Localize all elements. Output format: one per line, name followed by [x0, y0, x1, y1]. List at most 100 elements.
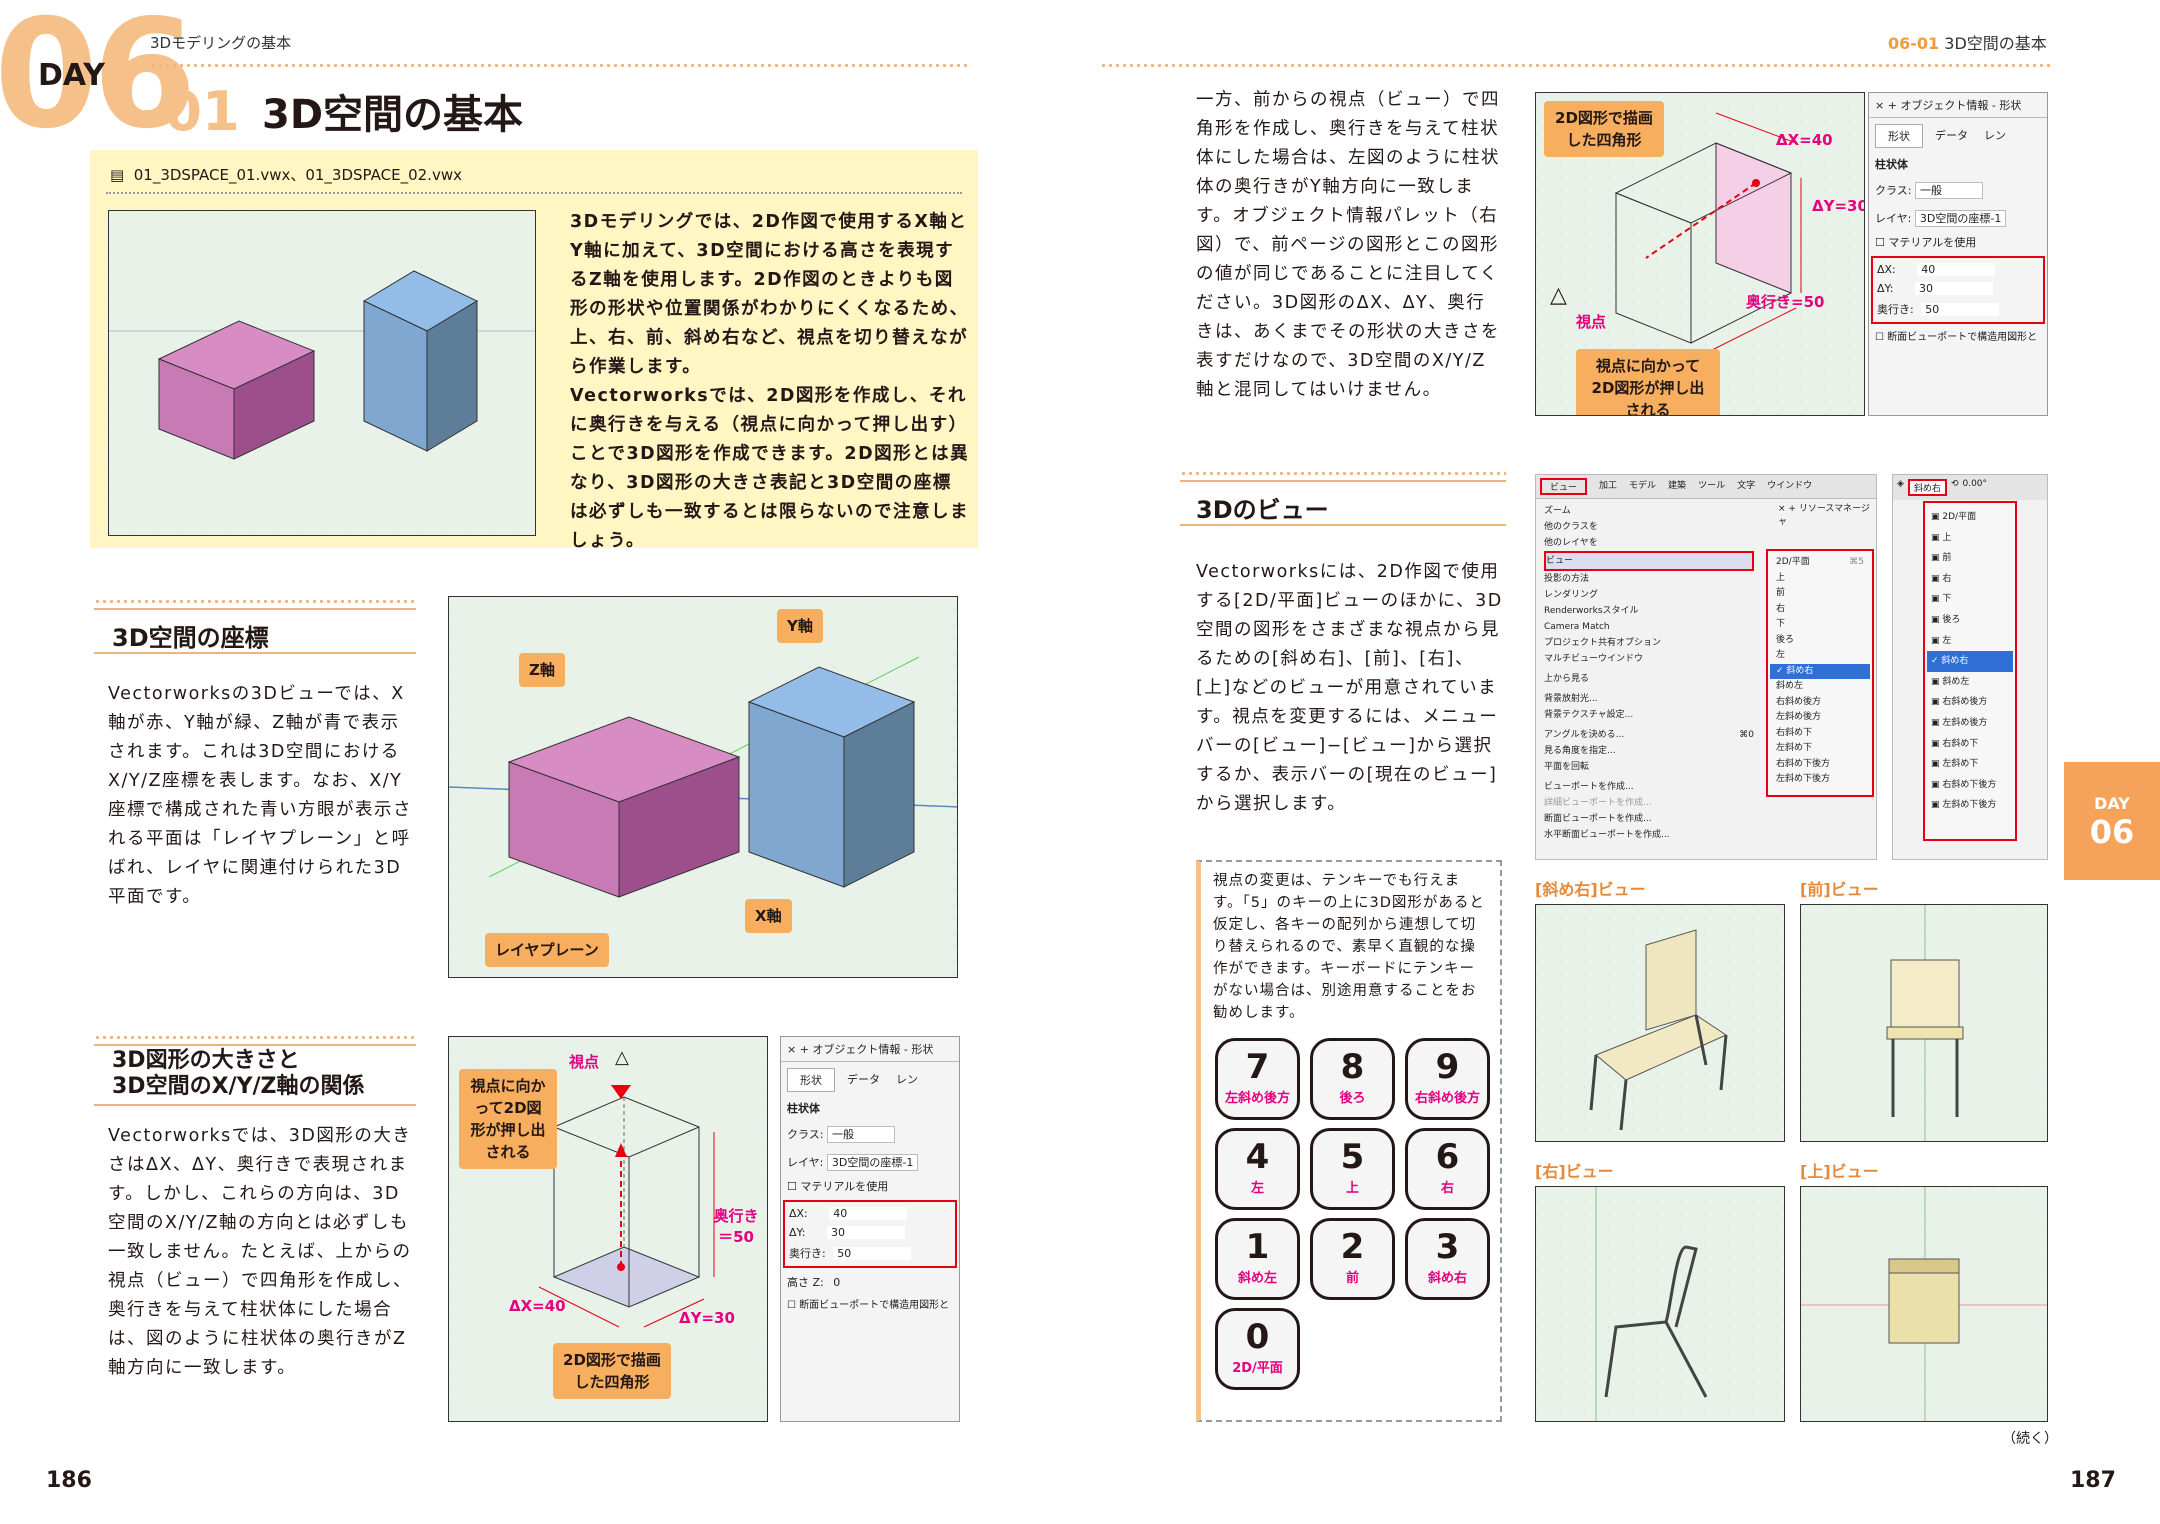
tab-render[interactable]: レン	[1984, 129, 2006, 142]
class-select[interactable]: 一般	[1915, 182, 1983, 199]
menu-arch[interactable]: 建築	[1668, 481, 1687, 491]
menu-text[interactable]: 文字	[1737, 481, 1756, 491]
menu-item[interactable]: 背景テクスチャ設定...	[1544, 710, 1634, 720]
class-select[interactable]: 一般	[827, 1126, 895, 1143]
tab-shape[interactable]: 形状	[1875, 124, 1923, 148]
view-option[interactable]: ▣ 左斜め後方	[1931, 717, 1988, 728]
tab-render[interactable]: レン	[896, 1073, 918, 1086]
menu-item[interactable]: レンダリング	[1544, 590, 1599, 600]
view-option[interactable]: ▣ 右斜め下後方	[1931, 779, 1997, 790]
menu-item[interactable]: 投影の方法	[1544, 574, 1590, 584]
submenu-item[interactable]: 左斜め下	[1776, 743, 1813, 753]
menu-item[interactable]: 上から見る	[1544, 674, 1590, 684]
menu-item[interactable]: 水平断面ビューポートを作成...	[1544, 830, 1670, 840]
view-option[interactable]: ▣ 右斜め後方	[1931, 697, 1988, 708]
view-option[interactable]: ▣ 右	[1931, 573, 1952, 584]
cube-icon: ▣	[1931, 532, 1940, 543]
submenu-item[interactable]: 左斜め後方	[1776, 712, 1822, 722]
submenu-item[interactable]: 後ろ	[1776, 634, 1795, 645]
menu-model[interactable]: モデル	[1629, 481, 1657, 491]
menu-item[interactable]: Camera Match	[1544, 622, 1610, 632]
view-option[interactable]: ▣ 2D/平面	[1931, 512, 1977, 522]
menu-item[interactable]: 他のレイヤを	[1544, 538, 1598, 548]
close-icon[interactable]: × +	[787, 1043, 809, 1056]
menu-item[interactable]: 断面ビューポートを作成...	[1544, 814, 1652, 824]
menu-item[interactable]: ビューポートを作成...	[1544, 782, 1634, 792]
menu-item[interactable]: 見る角度を指定...	[1544, 746, 1616, 756]
menu-window[interactable]: ウインドウ	[1767, 481, 1813, 491]
menu-item[interactable]: 詳細ビューポートを作成...	[1544, 798, 1652, 808]
view-bar: ◈ 斜め右 ⟲ 0.00°	[1893, 475, 2047, 500]
submenu-item[interactable]: 左	[1776, 650, 1786, 660]
submenu-item[interactable]: 右	[1776, 603, 1786, 614]
view-option[interactable]: ▣ 上	[1931, 532, 1952, 543]
menu-item[interactable]: アングルを決める...⌘0	[1544, 730, 1754, 740]
view-bar-screenshot: ◈ 斜め右 ⟲ 0.00° ▣ 2D/平面 ▣ 上 ▣ 前 ▣ 右 ▣ 下 ▣ …	[1892, 474, 2048, 860]
tab-data[interactable]: データ	[1935, 129, 1968, 142]
menu-item[interactable]: 平面を回転	[1544, 762, 1590, 772]
dx-label: ΔX=40	[509, 1297, 566, 1315]
view-option[interactable]: ▣ 斜め左	[1931, 676, 1970, 687]
current-view-select[interactable]: 斜め右	[1907, 479, 1947, 496]
tab-shape[interactable]: 形状	[787, 1068, 835, 1092]
close-icon[interactable]: × +	[1875, 99, 1897, 112]
view-option[interactable]: ▣ 後ろ	[1931, 614, 1961, 625]
layer-select[interactable]: 3D空間の座標-1	[1914, 210, 2007, 227]
dx-field[interactable]: 40	[1917, 263, 1996, 276]
submenu-item[interactable]: 右斜め下後方	[1776, 758, 1831, 769]
submenu-item[interactable]: 下	[1776, 619, 1786, 629]
submenu-item[interactable]: 2D/平面⌘5	[1776, 557, 1864, 567]
menu-item[interactable]: 他のクラスを	[1544, 522, 1598, 532]
view-menu-screenshot: ビュー 加工 モデル 建築 ツール 文字 ウインドウ × + リソースマネージャ…	[1535, 474, 1877, 860]
layer-select[interactable]: 3D空間の座標-1	[826, 1154, 919, 1171]
menu-edit[interactable]: 加工	[1599, 481, 1618, 491]
dx-field[interactable]: 40	[829, 1207, 908, 1220]
submenu-item[interactable]: 右斜め下	[1776, 727, 1813, 738]
z-field[interactable]: 0	[833, 1276, 841, 1289]
menu-item[interactable]: 背景放射光...	[1544, 694, 1598, 704]
view-option[interactable]: ▣ 前	[1931, 553, 1952, 564]
view-option[interactable]: ▣ 下	[1931, 594, 1952, 605]
submenu-item[interactable]: 上	[1776, 572, 1786, 583]
menu-item[interactable]: プロジェクト共有オプション	[1544, 638, 1662, 648]
menu-item-view[interactable]: ビュー	[1544, 551, 1754, 571]
menu-view[interactable]: ビュー	[1540, 478, 1588, 495]
view-option-selected[interactable]: ✓ 斜め右	[1927, 651, 2013, 672]
depth-field[interactable]: 50	[1921, 303, 2000, 316]
submenu-item[interactable]: 前	[1776, 588, 1786, 598]
submenu-item-selected[interactable]: ✓ 斜め右	[1770, 663, 1870, 679]
tab-data[interactable]: データ	[847, 1073, 880, 1086]
submenu-item[interactable]: 斜め左	[1776, 681, 1804, 691]
submenu-item[interactable]: 左斜め下後方	[1776, 774, 1831, 784]
menu-item[interactable]: ズーム	[1544, 506, 1571, 516]
caption-top: [上]ビュー	[1800, 1162, 1879, 1181]
dy-field[interactable]: 30	[1915, 282, 1993, 295]
menu-item[interactable]: Renderworksスタイル	[1544, 606, 1639, 616]
divider	[106, 192, 962, 194]
menu-item[interactable]: マルチビューウインドウ	[1544, 654, 1644, 664]
submenu-item[interactable]: 右斜め後方	[1776, 696, 1822, 707]
front-dy-label: ΔY=30	[1812, 197, 1865, 215]
view-option[interactable]: ▣ 左	[1931, 635, 1952, 646]
dy-field[interactable]: 30	[827, 1226, 905, 1239]
z-axis-label: Z軸	[519, 653, 565, 687]
view-option[interactable]: ▣ 左斜め下	[1931, 759, 1979, 770]
menu-tools[interactable]: ツール	[1698, 481, 1726, 491]
section1-title: 3D空間の座標	[112, 624, 269, 652]
depth-field[interactable]: 50	[833, 1247, 912, 1260]
view-option[interactable]: ▣ 右斜め下	[1931, 738, 1979, 749]
section-row: ☐ 断面ビューポートで構造用図形と	[787, 1300, 950, 1311]
menu-bar: ビュー 加工 モデル 建築 ツール 文字 ウインドウ	[1536, 475, 1876, 499]
running-head-right: 06-01 3D空間の基本	[1888, 34, 2047, 53]
view-option[interactable]: ▣ 左斜め下後方	[1931, 800, 1997, 811]
